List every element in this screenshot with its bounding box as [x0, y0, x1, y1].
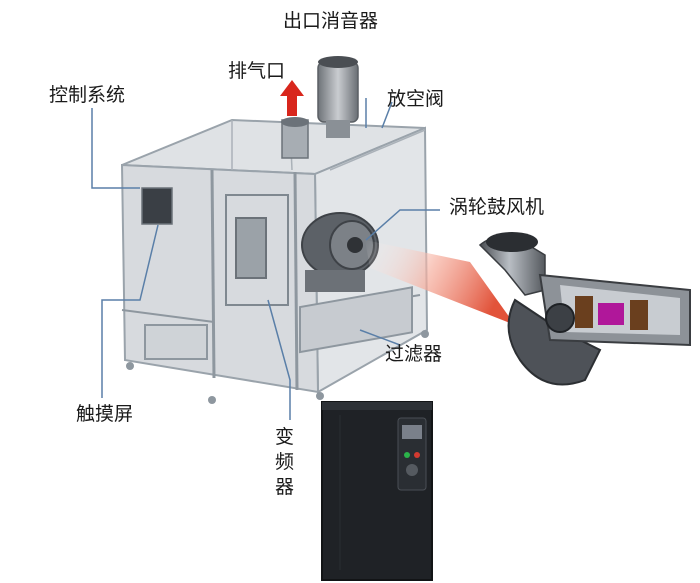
label-filter: 过滤器	[385, 343, 443, 365]
leader-lines	[91, 98, 440, 420]
internal-blower	[301, 212, 379, 292]
label-turbo-blower: 涡轮鼓风机	[449, 196, 545, 218]
flow-highlight	[365, 240, 515, 325]
label-inverter: 变频器	[275, 426, 295, 498]
exhaust-pipe	[281, 117, 309, 159]
label-vent-valve: 放空阀	[387, 88, 445, 110]
label-control-system: 控制系统	[49, 84, 126, 106]
label-touch-screen: 触摸屏	[76, 403, 134, 425]
label-exhaust-port: 排气口	[228, 60, 286, 82]
inverter-unit	[321, 401, 433, 581]
outlet-silencer	[317, 56, 359, 138]
turbo-blower-cutaway	[478, 232, 691, 386]
filter-panel	[299, 286, 413, 354]
label-outlet-silencer: 出口消音器	[283, 10, 379, 32]
touch-screen-panel	[141, 187, 173, 225]
exhaust-arrow	[280, 80, 304, 116]
inverter-window	[235, 217, 267, 279]
